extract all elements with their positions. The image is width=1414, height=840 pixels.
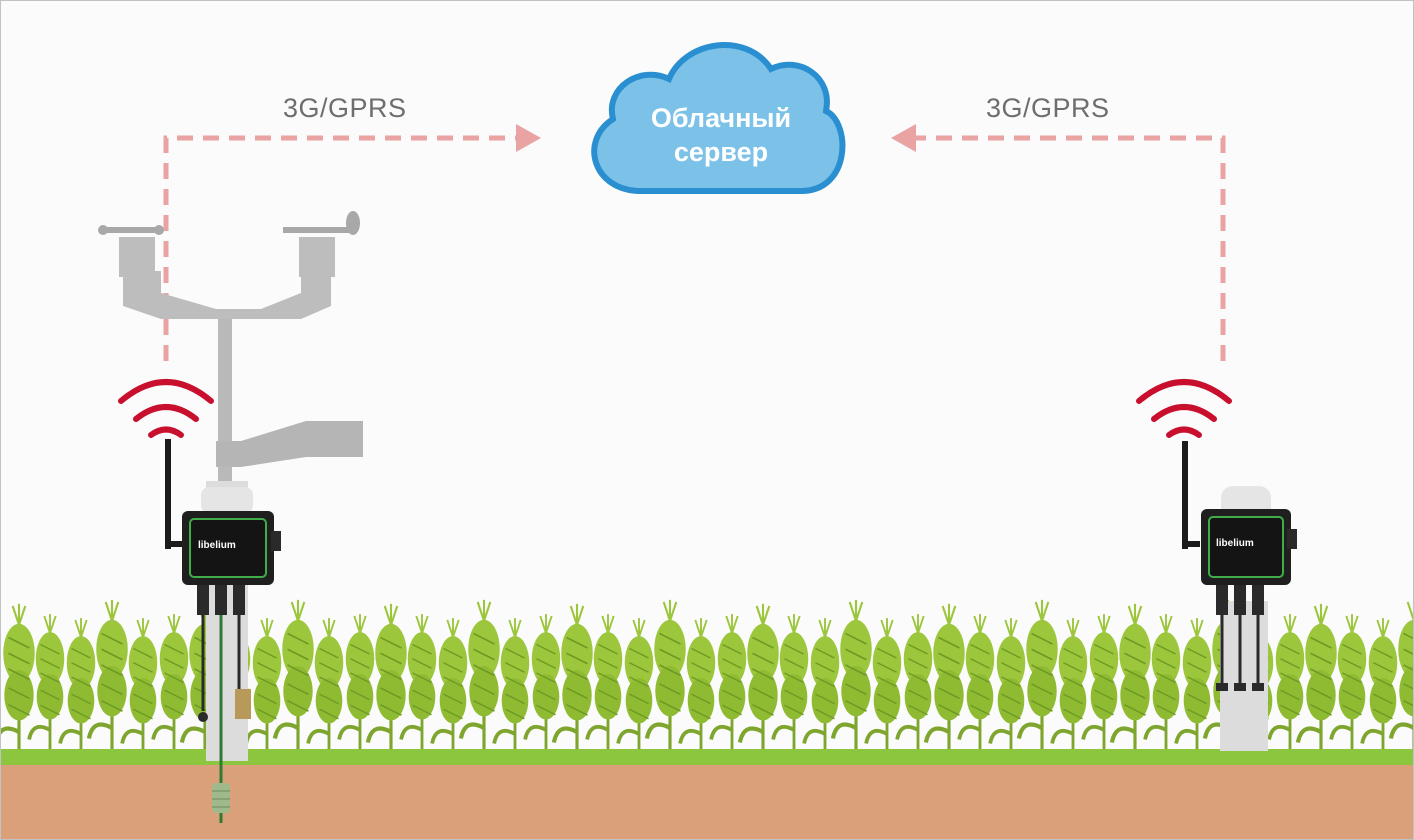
wheat-stalk (27, 612, 67, 751)
wheat-stalk (1143, 612, 1183, 751)
wheat-stalk (1050, 616, 1090, 755)
wheat-stalk (771, 612, 811, 751)
soil-ground (1, 763, 1413, 839)
right-wireless-signal-icon (1136, 379, 1232, 438)
wheat-stalk (957, 612, 997, 751)
left-link-label: 3G/GPRS (283, 93, 407, 123)
wheat-stalk (1019, 600, 1058, 749)
wheat-stalk (275, 600, 314, 749)
svg-text:libelium: libelium (1216, 538, 1254, 549)
wheat-stalk (399, 612, 439, 751)
left-wireless-signal-icon (118, 379, 214, 438)
weather-station-icon: libelium (98, 211, 363, 761)
wheat-stalk (647, 600, 686, 749)
wheat-stalk (709, 612, 749, 751)
wheat-stalk (740, 604, 779, 753)
wheat-stalk (368, 604, 407, 753)
wheat-stalk (337, 612, 377, 751)
wheat-stalk (461, 600, 500, 749)
wheat-stalk (1081, 612, 1121, 751)
wheat-stalk (492, 616, 532, 755)
wheat-stalk (523, 612, 563, 751)
wheat-stalk (1329, 612, 1369, 751)
wheat-stalk (833, 600, 872, 749)
wheat-stalk (1112, 604, 1151, 753)
svg-text:libelium: libelium (198, 540, 236, 551)
cloud-label-line2: сервер (673, 137, 769, 167)
cloud-label: Облачный сервер (601, 101, 841, 169)
cloud-label-line1: Облачный (650, 103, 792, 133)
wheat-stalk (120, 616, 160, 755)
left-link-arrow (163, 124, 541, 361)
wheat-stalk (306, 616, 346, 755)
wheat-stalk (585, 612, 625, 751)
wheat-stalk (1, 604, 35, 753)
wheat-stalk (895, 612, 935, 751)
right-link-label: 3G/GPRS (986, 93, 1110, 123)
cloud-server-icon (591, 42, 846, 194)
wheat-stalk (151, 612, 191, 751)
wheat-stalk (554, 604, 593, 753)
right-link-arrow (891, 124, 1226, 361)
soil-probe-icon (212, 761, 230, 823)
wheat-stalk (678, 616, 718, 755)
wheat-stalk (1267, 612, 1307, 751)
sensor-node-icon: libelium (1182, 441, 1297, 751)
wheat-stalk (1298, 604, 1337, 753)
wheat-stalk (926, 604, 965, 753)
grass-strip (1, 749, 1413, 765)
wheat-stalk (89, 600, 128, 749)
wheat-stalk (864, 616, 904, 755)
